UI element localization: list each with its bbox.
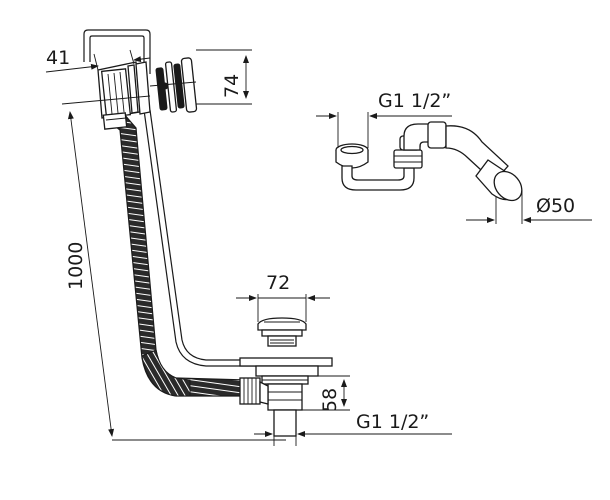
- dimension-outlet-diameter: Ø50: [466, 190, 592, 224]
- dimension-41-label: 41: [46, 47, 70, 69]
- flexible-hose: [102, 112, 247, 397]
- dimension-1000: 1000: [61, 95, 286, 441]
- waste-assembly: [239, 317, 333, 437]
- dimension-41: 41: [45, 47, 151, 73]
- dimension-74: 74: [196, 49, 252, 105]
- dimension-1000-label: 1000: [65, 242, 87, 290]
- dimension-thread-siphon-label: G1 1/2”: [378, 90, 451, 112]
- filler-pipe: [83, 29, 258, 367]
- dimension-thread-bottom: G1 1/2”: [254, 411, 452, 446]
- dimension-74-label: 74: [221, 74, 243, 98]
- siphon-trap: [335, 121, 523, 202]
- dimension-72: 72: [236, 272, 330, 322]
- dimension-72-label: 72: [266, 272, 290, 294]
- dimension-58: 58: [302, 375, 350, 412]
- dimension-outlet-diameter-label: Ø50: [536, 195, 575, 217]
- dimension-thread-siphon: G1 1/2”: [316, 90, 452, 148]
- overflow-head: [97, 57, 198, 119]
- dimension-58-label: 58: [319, 388, 341, 412]
- dimension-thread-bottom-label: G1 1/2”: [356, 411, 429, 433]
